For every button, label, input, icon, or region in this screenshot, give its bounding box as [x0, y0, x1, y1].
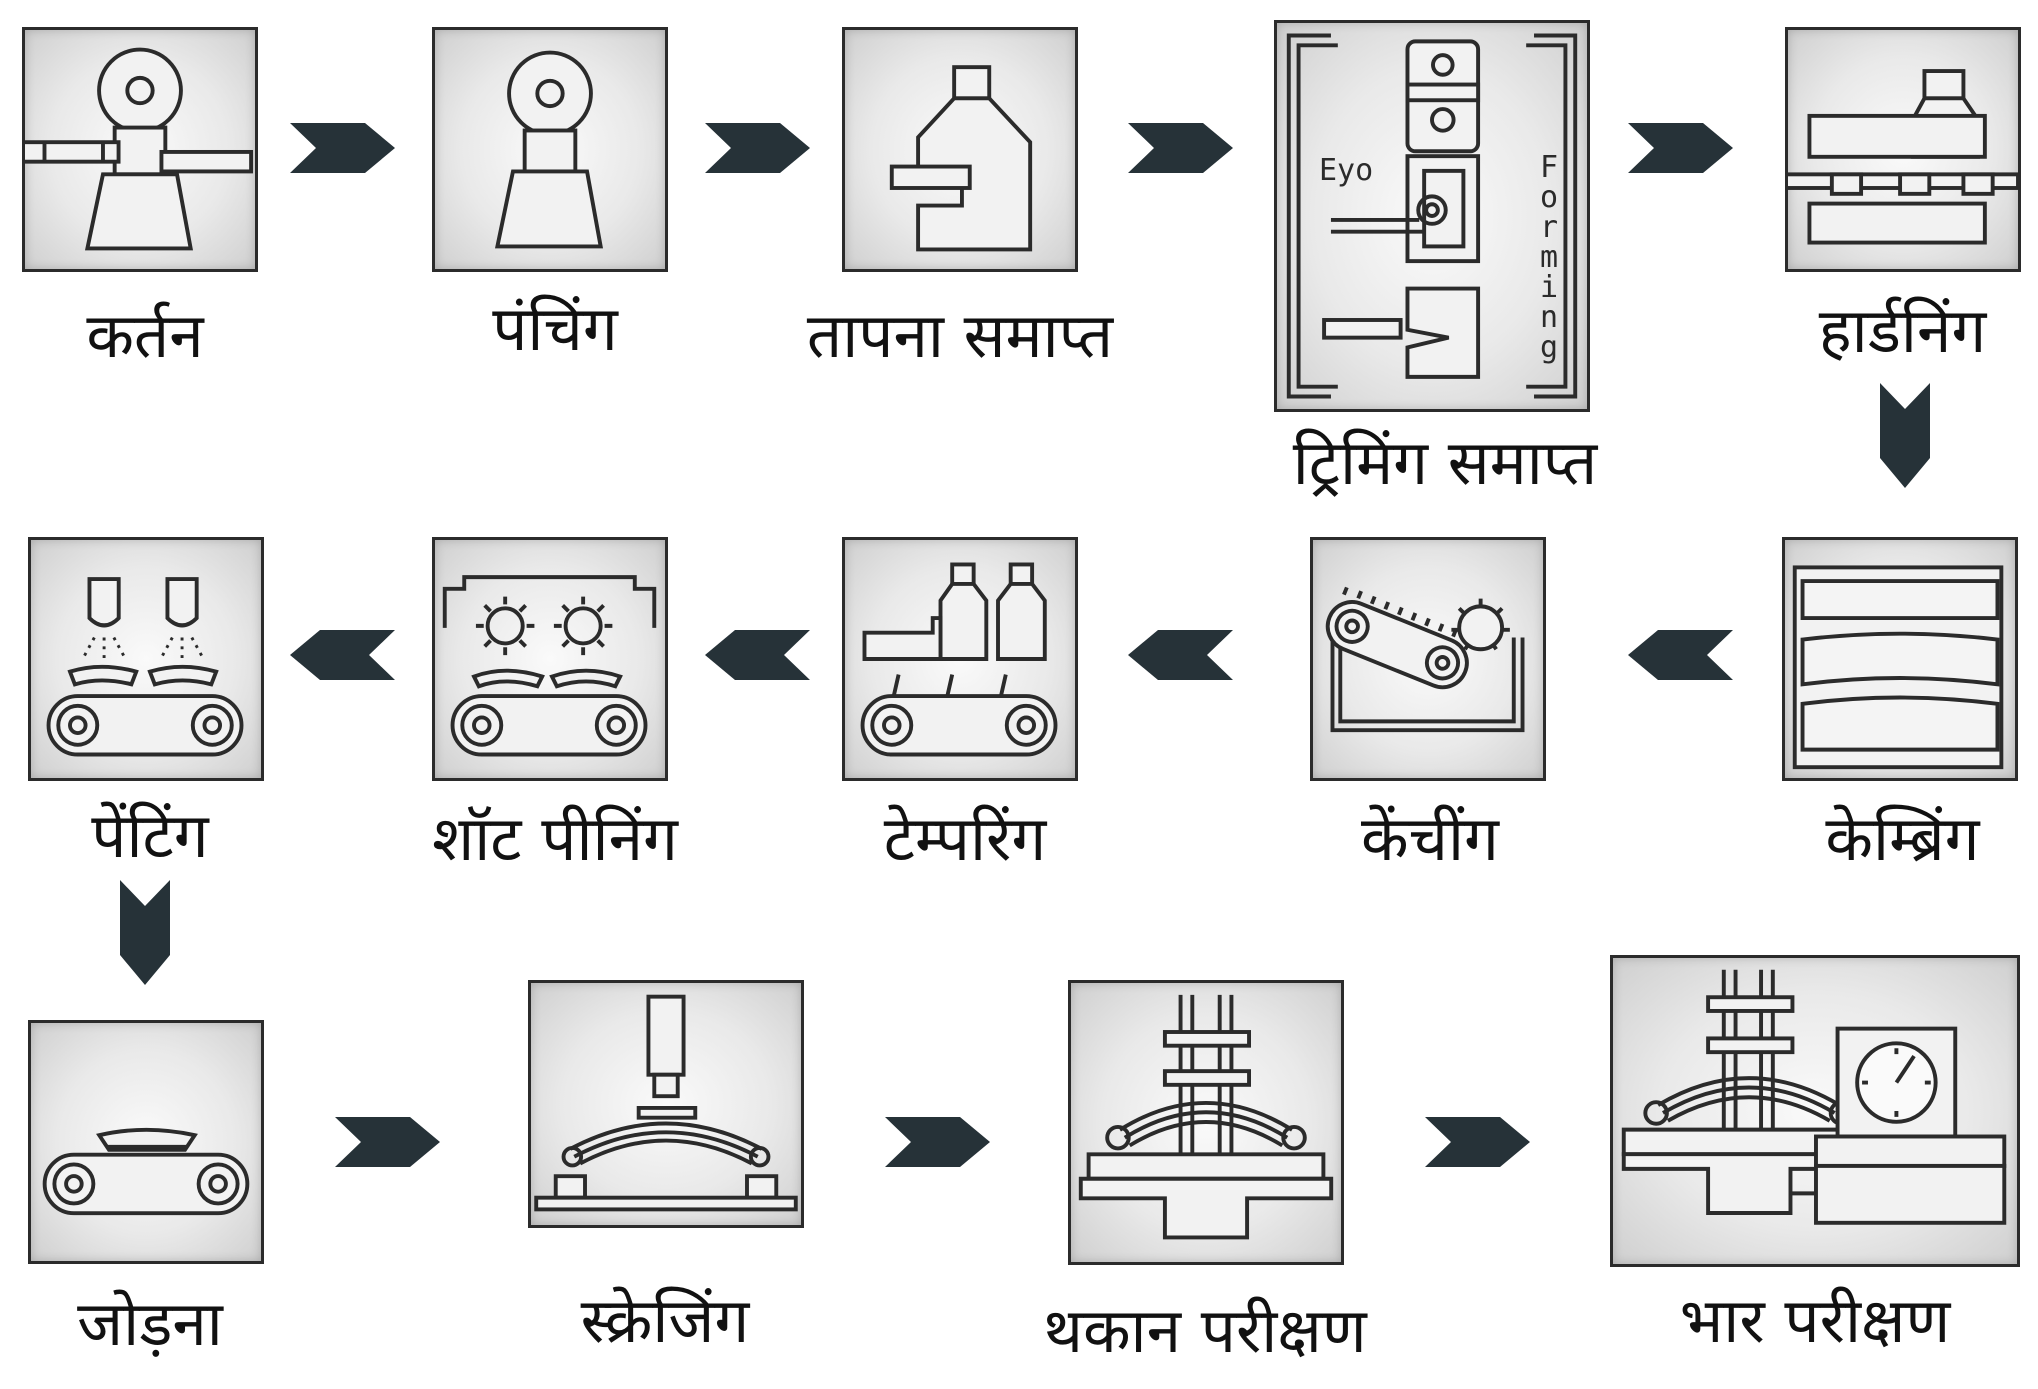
cutting-machine-icon [25, 47, 254, 251]
step-box-finish-heating [842, 27, 1078, 272]
step-box-hardening [1785, 27, 2021, 272]
step-box-joining [28, 1020, 264, 1264]
step-label-punching: पंचिंग [492, 292, 618, 365]
flow-arrow-down [1880, 383, 1930, 488]
tempering-furnace-icon [860, 562, 1058, 757]
step-label-tempering: टेम्परिंग [883, 802, 1047, 875]
step-label-fatigue-test: थकान परीक्षण [1043, 1294, 1367, 1367]
heating-furnace-icon [889, 65, 1033, 252]
flow-arrow-right [705, 123, 810, 173]
step-box-quenching [1310, 537, 1546, 781]
step-label-joining: जोड़ना [77, 1287, 223, 1360]
trimming-forming-icon [1286, 33, 1578, 399]
flow-arrow-left [1128, 630, 1233, 680]
step-box-painting [28, 537, 264, 781]
step-label-scragging: स्क्रेजिंग [580, 1284, 750, 1357]
step-label-hardening: हार्डनिंग [1818, 294, 1987, 367]
shot-peening-icon [442, 575, 657, 757]
painting-sprayer-icon [46, 577, 244, 757]
step-box-fatigue-test [1068, 980, 1344, 1265]
flow-arrow-down [120, 880, 170, 985]
step-box-scragging [528, 980, 804, 1228]
step-label-quenching: केंचींग [1361, 802, 1499, 875]
flow-arrow-right [290, 123, 395, 173]
eye-text: Eyo [1319, 153, 1374, 188]
flow-arrow-left [1628, 630, 1733, 680]
fatigue-test-rig-icon [1078, 994, 1334, 1240]
cambering-leaves-icon [1792, 565, 2004, 770]
scragging-press-icon [534, 994, 798, 1212]
step-box-shot-peening [432, 537, 668, 781]
load-test-rig-icon [1621, 969, 2007, 1225]
step-box-punching [432, 27, 668, 272]
flow-arrow-right [1628, 123, 1733, 173]
step-label-cutting: कर्तन [86, 299, 204, 372]
step-box-tempering [842, 537, 1078, 781]
flow-arrow-right [885, 1117, 990, 1167]
step-box-cambering [1782, 537, 2018, 781]
step-box-finish-trimming: Eyo Forming [1274, 20, 1590, 412]
step-label-cambering: केम्ब्रिंग [1825, 802, 1980, 875]
step-label-painting: पेंटिंग [91, 799, 209, 872]
flow-arrow-right [1425, 1117, 1530, 1167]
step-label-finish-heating: तापना समाप्त [806, 299, 1114, 372]
flow-arrow-right [335, 1117, 440, 1167]
forming-text: Forming [1540, 150, 1559, 365]
quenching-tank-icon [1325, 586, 1525, 733]
step-label-load-test: भार परीक्षण [1679, 1284, 1951, 1357]
step-label-finish-trimming: ट्रिमिंग समाप्त [1292, 426, 1598, 499]
flow-arrow-left [290, 630, 395, 680]
step-label-shot-peening: शॉट पीनिंग [432, 802, 678, 875]
step-box-cutting [22, 27, 258, 272]
flow-arrow-left [705, 630, 810, 680]
flow-arrow-right [1128, 123, 1233, 173]
joining-conveyor-icon [42, 1127, 250, 1216]
step-box-load-test [1610, 955, 2020, 1267]
punching-press-icon [494, 50, 604, 249]
hardening-furnace-icon [1788, 69, 2018, 245]
